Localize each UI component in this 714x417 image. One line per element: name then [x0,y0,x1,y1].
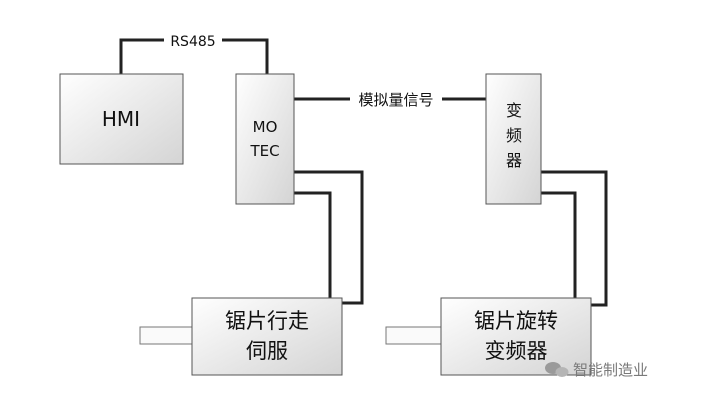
vfd-node: 变 频 器 [485,73,542,205]
motec-label-line-1: MO [253,118,278,136]
saw-servo-node: 锯片行走 伺服 [139,297,343,376]
wechat-icon [545,362,569,377]
saw-spindle-label-line-2: 变频器 [485,339,548,363]
saw-servo-shaft [139,326,193,345]
vfd-label-line-1: 变 [506,101,522,120]
motec-servo-wire-inner [294,191,332,298]
hmi-label: HMI [102,107,140,131]
vfd-spindle-wire-outer [541,170,608,307]
vfd-label-line-3: 器 [506,151,522,170]
wires [119,38,608,307]
watermark-text: 智能制造业 [573,361,648,379]
rs485-label: RS485 [170,34,215,50]
saw-spindle-label-line-1: 锯片旋转 [474,309,558,333]
watermark: 智能制造业 [545,361,648,379]
motec-controller-node: MO TEC [235,73,295,205]
motec-label-line-2: TEC [249,142,279,160]
saw-spindle-node: 锯片旋转 变频器 [385,297,592,376]
vfd-spindle-wire-inner [541,191,577,298]
motec-servo-wire-outer [294,170,364,305]
saw-spindle-shaft [385,326,442,345]
analog-signal-label: 模拟量信号 [358,91,433,109]
vfd-label-line-2: 频 [506,126,522,145]
hmi-node: HMI [59,73,184,165]
analog-label-group: 模拟量信号 [350,88,442,110]
rs485-label-group: RS485 [164,30,222,50]
saw-servo-label-line-1: 锯片行走 [225,309,309,333]
saw-servo-label-line-2: 伺服 [246,339,288,363]
